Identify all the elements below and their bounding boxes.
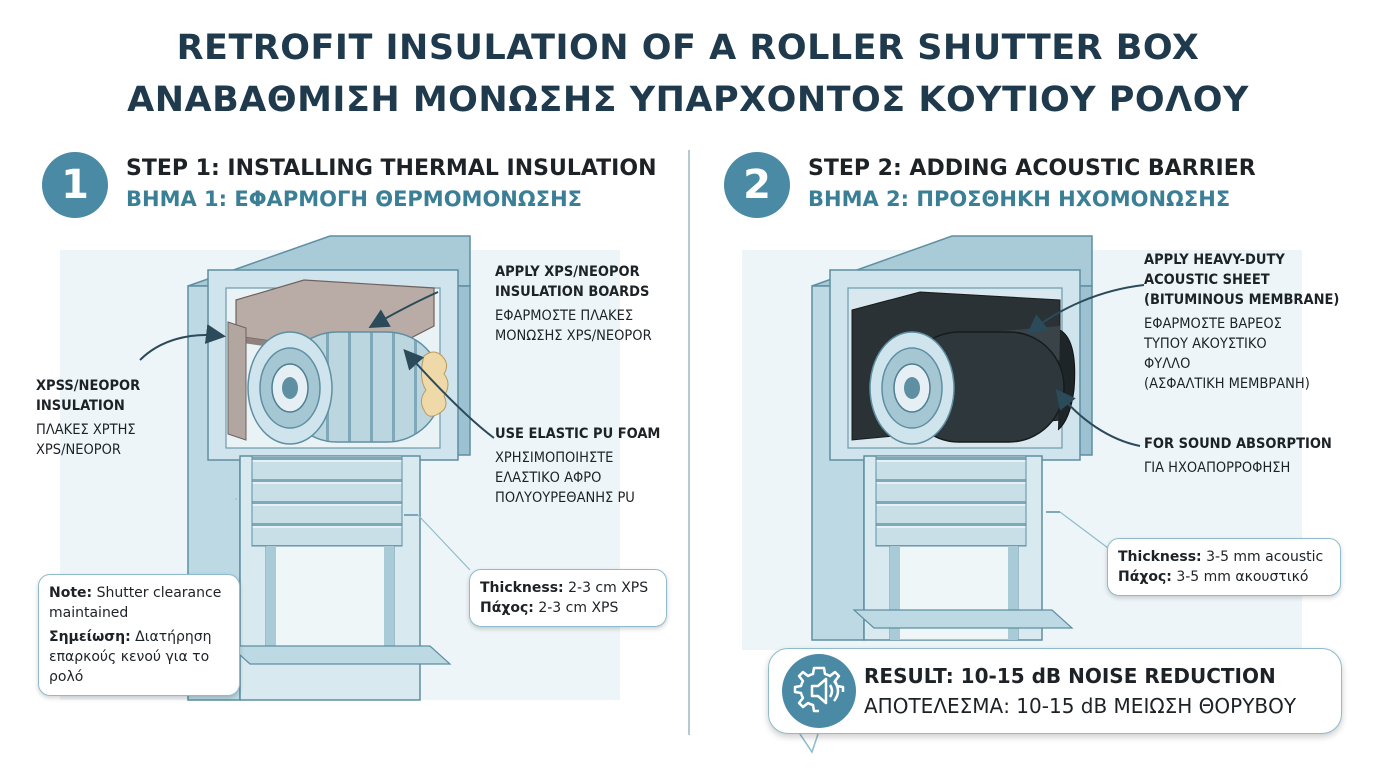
note-en1: Shutter clearance xyxy=(92,585,222,601)
step2-number-badge: 2 xyxy=(724,152,790,218)
sheet-label-en2: ACOUSTIC SHEET xyxy=(1144,272,1270,288)
step1-thickness-gr-value: 2-3 cm XPS xyxy=(533,600,619,616)
note-label: Note: xyxy=(49,585,93,601)
step1-thickness-en-value: 2-3 cm XPS xyxy=(563,580,649,596)
step2-thickness-en-value: 3-5 mm acoustic xyxy=(1201,549,1324,565)
absorption-label-gr: ΓΙΑ ΗΧΟΑΠΟΡΡΟΦΗΣΗ xyxy=(1144,460,1291,476)
step1-thickness-box: Thickness: 2-3 cm XPS Πάχος: 2-3 cm XPS xyxy=(469,569,667,627)
insulation-label-gr1: ΠΛΑΚΕΣ ΧΡΤΗΣ xyxy=(36,422,136,438)
insulation-label-en1: XPSS/NEOPOR xyxy=(36,378,141,394)
step1-heading-gr: ΒΗΜΑ 1: ΕΦΑΡΜΟΓΗ ΘΕΡΜΟΜΟΝΩΣΗΣ xyxy=(126,187,583,211)
foam-label: USE ELASTIC PU FOAM ΧΡΗΣΙΜΟΠΟΙΗΣΤΕ ΕΛΑΣΤ… xyxy=(495,424,660,508)
note-gr-label: Σημείωση: xyxy=(49,629,131,645)
sheet-label: APPLY HEAVY-DUTY ACOUSTIC SHEET (BITUMIN… xyxy=(1144,250,1339,394)
sheet-label-gr1: ΕΦΑΡΜΟΣΤΕ ΒΑΡΕΟΣ xyxy=(1144,316,1282,332)
main-title-gr: ΑΝΑΒΑΘΜΙΣΗ ΜΟΝΩΣΗΣ ΥΠΑΡΧΟΝΤΟΣ ΚΟΥΤΙΟΥ ΡΟ… xyxy=(127,80,1249,120)
step1-thickness-gr-label: Πάχος: xyxy=(480,600,534,616)
result-en: RESULT: 10-15 dB NOISE REDUCTION xyxy=(864,664,1276,688)
note-gr3: ρολό xyxy=(49,669,84,685)
step1-thickness-en-label: Thickness: xyxy=(480,580,564,596)
boards-label-en2: INSULATION BOARDS xyxy=(495,284,650,300)
step2-diagram xyxy=(742,235,1302,650)
foam-label-gr3: ΠΟΛΥΟΥΡΕΘΑΝΗΣ PU xyxy=(495,490,635,506)
insulation-label-gr2: XPS/NEOPOR xyxy=(36,442,121,458)
center-divider xyxy=(688,150,690,735)
note-box: Note: Shutter clearance maintained Σημεί… xyxy=(38,574,240,696)
step1-heading-en: STEP 1: INSTALLING THERMAL INSULATION xyxy=(126,156,657,181)
step2-thickness-gr-value: 3-5 mm ακουστικό xyxy=(1171,569,1309,585)
step2-thickness-en-label: Thickness: xyxy=(1118,549,1202,565)
foam-label-en: USE ELASTIC PU FOAM xyxy=(495,426,661,442)
boards-label: APPLY XPS/NEOPOR INSULATION BOARDS ΕΦΑΡΜ… xyxy=(495,262,652,346)
sheet-label-gr3: ΦΥΛΛΟ xyxy=(1144,356,1191,372)
note-gr1: Διατήρηση xyxy=(130,629,212,645)
boards-label-en1: APPLY XPS/NEOPOR xyxy=(495,264,640,280)
insulation-label: XPSS/NEOPOR INSULATION ΠΛΑΚΕΣ ΧΡΤΗΣ XPS/… xyxy=(36,376,140,460)
sheet-label-en1: APPLY HEAVY-DUTY xyxy=(1144,252,1285,268)
gear-speaker-icon xyxy=(782,654,856,728)
step1-number-badge: 1 xyxy=(42,152,108,218)
step2-heading-gr: ΒΗΜΑ 2: ΠΡΟΣΘΗΚΗ ΗΧΟΜΟΝΩΣΗΣ xyxy=(808,187,1231,211)
note-gr2: επαρκούς κενού για το xyxy=(49,649,210,665)
sheet-label-en3: (BITUMINOUS MEMBRANE) xyxy=(1144,292,1340,308)
step2-thickness-box: Thickness: 3-5 mm acoustic Πάχος: 3-5 mm… xyxy=(1107,538,1341,596)
step2-thickness-gr-label: Πάχος: xyxy=(1118,569,1172,585)
main-title-en: RETROFIT INSULATION OF A ROLLER SHUTTER … xyxy=(176,28,1200,68)
result-box xyxy=(768,648,1342,734)
sheet-label-gr2: ΤΥΠΟΥ ΑΚΟΥΣΤΙΚΟ xyxy=(1144,336,1267,352)
note-en2: maintained xyxy=(49,605,129,621)
absorption-label: FOR SOUND ABSORPTION ΓΙΑ ΗΧΟΑΠΟΡΡΟΦΗΣΗ xyxy=(1144,434,1332,478)
foam-label-gr2: ΕΛΑΣΤΙΚΟ ΑΦΡΟ xyxy=(495,470,602,486)
absorption-label-en: FOR SOUND ABSORPTION xyxy=(1144,436,1332,452)
step2-heading-en: STEP 2: ADDING ACOUSTIC BARRIER xyxy=(808,156,1256,181)
foam-label-gr1: ΧΡΗΣΙΜΟΠΟΙΗΣΤΕ xyxy=(495,450,614,466)
insulation-label-en2: INSULATION xyxy=(36,398,125,414)
boards-label-gr1: ΕΦΑΡΜΟΣΤΕ ΠΛΑΚΕΣ xyxy=(495,308,634,324)
result-gr: ΑΠΟΤΕΛΕΣΜΑ: 10-15 dB ΜΕΙΩΣΗ ΘΟΡΥΒΟΥ xyxy=(864,694,1297,718)
sheet-label-gr4: (ΑΣΦΑΛΤΙΚΗ ΜΕΜΒΡΑΝΗ) xyxy=(1144,376,1310,392)
boards-label-gr2: ΜΟΝΩΣΗΣ XPS/NEOPOR xyxy=(495,328,652,344)
